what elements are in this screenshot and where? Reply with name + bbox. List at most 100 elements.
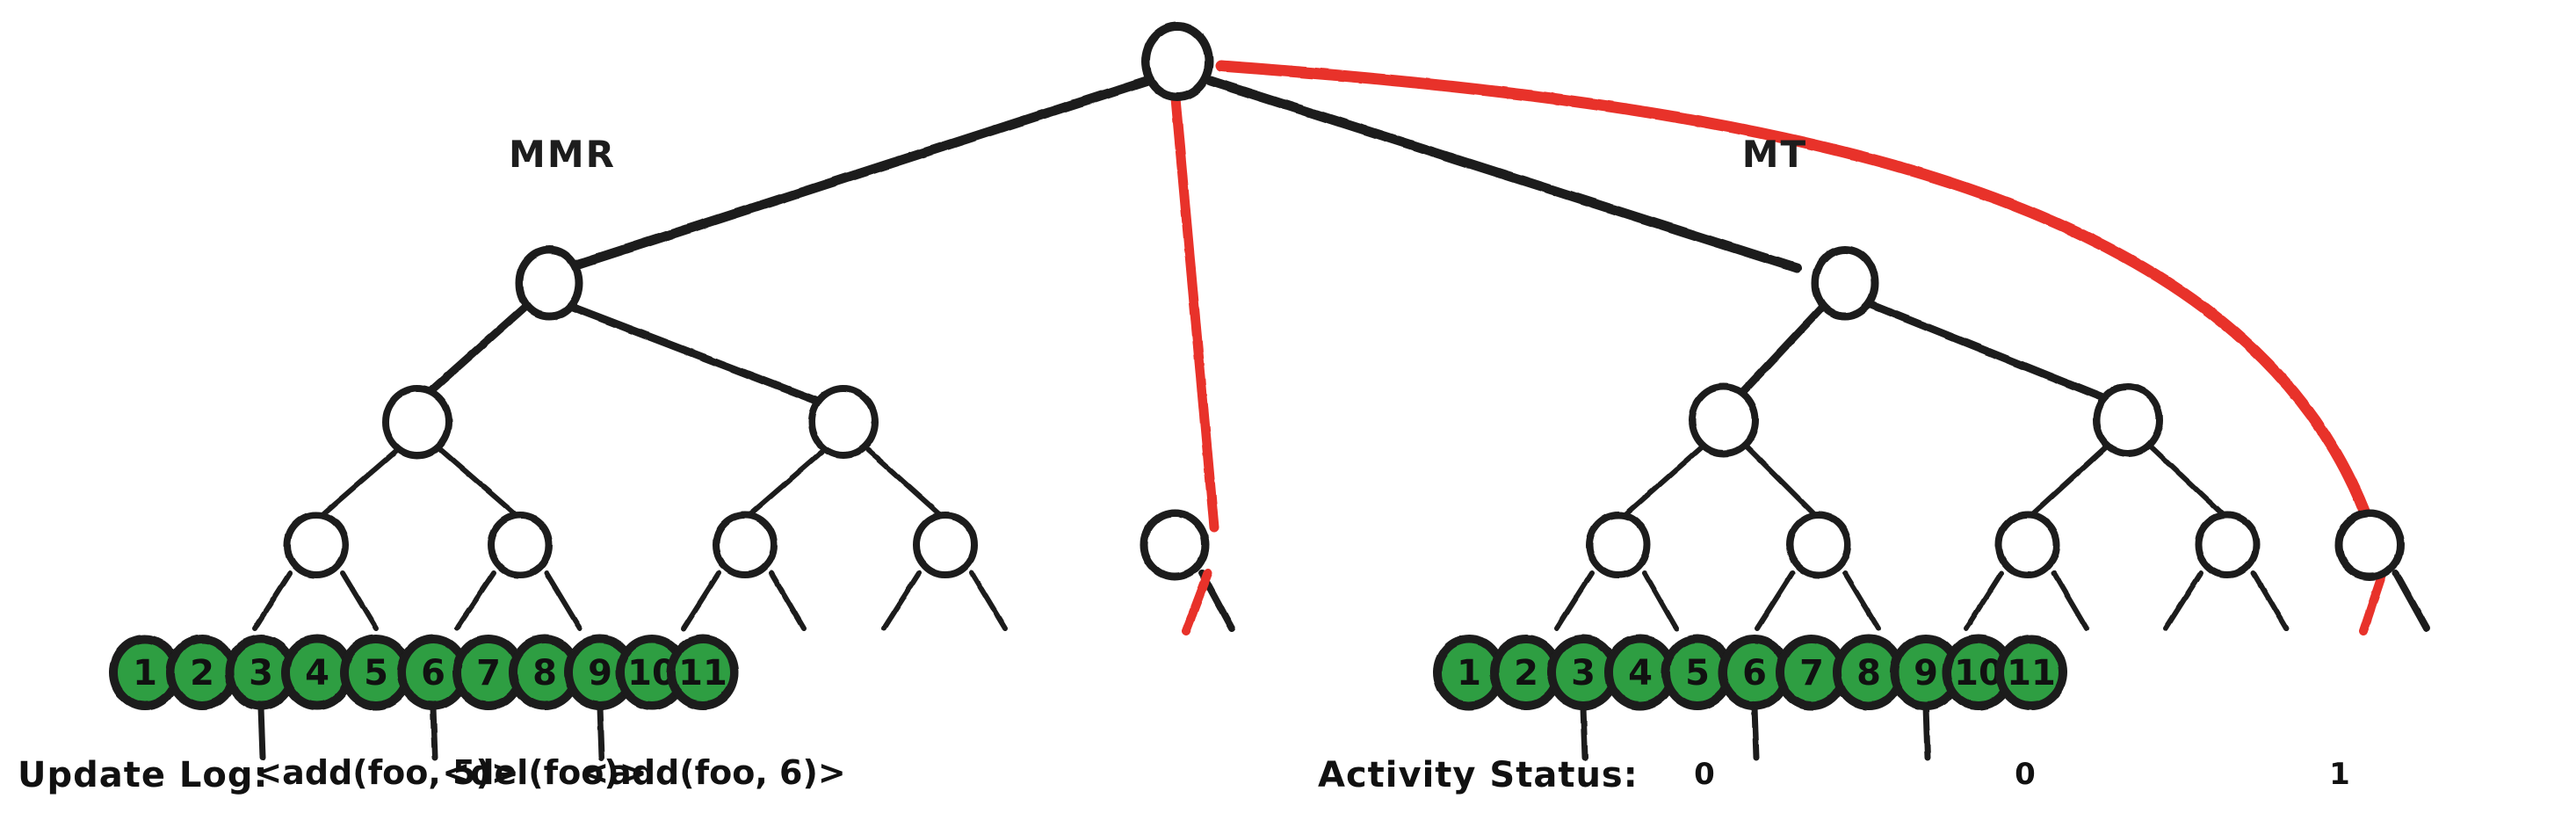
node-mmr-p78[interactable] <box>913 512 978 578</box>
mmr-leaf-label-3: 3 <box>249 653 273 693</box>
edge-mt-o <box>2392 570 2430 632</box>
edge-mmr-m <box>881 570 922 631</box>
mt-leaf-label-7: 7 <box>1799 653 1824 693</box>
mt-leaf-label-3: 3 <box>1571 653 1596 693</box>
edge-mmr-h <box>544 570 582 631</box>
node-mmr-root[interactable] <box>515 245 583 321</box>
update-log-entry-3: <add(foo, 6)> <box>581 753 845 792</box>
mmr-leaf-label-5: 5 <box>364 653 388 693</box>
edge-mmr-d <box>438 447 523 521</box>
mt-leaf-11[interactable]: 11 <box>1995 635 2067 710</box>
update-log-entry-2: <del(foo)> <box>442 753 647 792</box>
node-mmr-r1[interactable] <box>808 385 879 459</box>
mmr-leaf-label-6: 6 <box>421 653 445 693</box>
edge-mmr-e <box>252 570 293 631</box>
edge-mt-l <box>2051 570 2089 631</box>
mt-leaf-10[interactable]: 10 <box>1943 635 2015 710</box>
activity-status-value-2: 0 <box>2015 757 2036 792</box>
node-mt-p12[interactable] <box>1586 512 1651 578</box>
edge-mt-n <box>2251 570 2289 631</box>
update-log-caption: Update Log: <box>18 755 269 795</box>
mt-leaf-4[interactable]: 4 <box>1604 635 1676 710</box>
mt-leaf-circle-11 <box>1995 635 2067 710</box>
edge-mmr-k <box>681 570 721 631</box>
edge-mt-e <box>1554 570 1595 631</box>
edge-mt-b <box>1856 296 2113 404</box>
edge-mt-g <box>1755 570 1795 631</box>
activity-status-tick-2 <box>1751 704 1760 761</box>
mt-leaf-label-5: 5 <box>1685 653 1710 693</box>
mt-leaf-label-10: 10 <box>1954 653 2003 693</box>
node-mmr-p910[interactable] <box>1140 509 1210 581</box>
edge-mmr-j <box>865 447 947 521</box>
mt-leaf-label-9: 9 <box>1914 653 1938 693</box>
node-mt-p34[interactable] <box>1786 512 1851 578</box>
mmr-leaf-label-8: 8 <box>532 653 557 693</box>
edge-mt-j <box>2148 444 2230 521</box>
update-log-tick-3 <box>597 704 605 761</box>
node-mt-p56[interactable] <box>1995 512 2060 578</box>
highlight-path-group <box>1170 60 2387 635</box>
edge-mt-h <box>1842 570 1881 631</box>
edge-mmr-c <box>315 447 400 521</box>
mt-leaf-label-6: 6 <box>1742 653 1767 693</box>
mmr-leaf-4[interactable]: 4 <box>281 635 353 710</box>
activity-status-caption: Activity Status: <box>1318 755 1639 795</box>
mmr-leaf-circle-11 <box>667 635 739 710</box>
mt-leaf-3[interactable]: 3 <box>1547 635 1619 710</box>
node-root[interactable] <box>1141 22 1213 101</box>
edge-mt-d <box>1744 444 1821 521</box>
edge-mt-c <box>1618 444 1705 521</box>
edge-mmr-b <box>558 299 830 409</box>
activity-status-value-3: 1 <box>2329 757 2350 792</box>
mmr-leaf-label-4: 4 <box>305 653 329 693</box>
node-mt-l1[interactable] <box>1689 383 1759 457</box>
mt-leaf-label-11: 11 <box>2007 653 2056 693</box>
node-mmr-p34[interactable] <box>488 512 553 578</box>
mt-leaf-7[interactable]: 7 <box>1776 635 1848 710</box>
mt-leaf-label-2: 2 <box>1514 653 1538 693</box>
edge-mt-f <box>1642 570 1679 631</box>
internal-node-group <box>284 22 2405 581</box>
mt-leaf-2[interactable]: 2 <box>1490 635 1562 710</box>
mmr-leaf-11[interactable]: 11 <box>667 635 739 710</box>
edge-mmr-i <box>742 447 827 521</box>
edge-mmr-f <box>340 570 379 631</box>
edge-mmr-a <box>426 294 539 396</box>
edge-mmr-l <box>769 570 807 631</box>
update-log-tick-2 <box>430 704 438 761</box>
mt-leaf-label-1: 1 <box>1457 653 1481 693</box>
node-mt-p910[interactable] <box>2334 509 2405 581</box>
edge-mt-i <box>2025 444 2109 521</box>
mmr-leaf-7[interactable]: 7 <box>452 635 525 710</box>
mt-leaf-1[interactable]: 1 <box>1433 635 1505 710</box>
red-root-to-mt-node9 <box>1215 60 2377 534</box>
tree-label-mt: MT <box>1742 133 1807 176</box>
mmr-leaf-5[interactable]: 5 <box>340 635 412 710</box>
text-label-group: MMR MT Update Log: Activity Status: <add… <box>18 133 2350 795</box>
mmr-leaf-label-1: 1 <box>133 653 157 693</box>
edge-root-to-mmr <box>561 76 1152 273</box>
edge-mt-k <box>1964 570 2004 631</box>
node-mt-root[interactable] <box>1811 245 1879 321</box>
node-mt-p78[interactable] <box>2195 512 2260 578</box>
update-log-entry-1: <add(foo, 5)> <box>254 753 518 792</box>
mt-leaf-label-8: 8 <box>1856 653 1881 693</box>
edge-root-to-mt <box>1205 76 1802 273</box>
edge-mmr-g <box>454 570 496 631</box>
tree-label-mmr: MMR <box>509 133 616 176</box>
node-mmr-p56[interactable] <box>713 512 778 578</box>
update-log-tick-1 <box>257 704 266 761</box>
node-mmr-p12[interactable] <box>284 512 349 578</box>
edge-mmr-n <box>969 570 1008 631</box>
red-root-to-mmr-node9 <box>1170 93 1219 533</box>
mmr-leaf-2[interactable]: 2 <box>166 635 238 710</box>
tick-group <box>257 704 1931 761</box>
activity-status-tick-3 <box>1922 704 1931 761</box>
node-mmr-l1[interactable] <box>382 385 452 459</box>
node-mt-r1[interactable] <box>2093 383 2163 457</box>
